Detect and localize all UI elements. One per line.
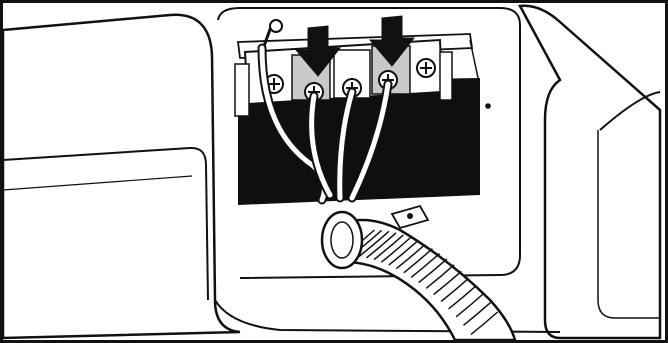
panel-hole — [485, 103, 491, 109]
terminal-rail-left — [235, 64, 249, 116]
terminal-rail-right — [440, 52, 452, 100]
left-panel — [3, 15, 240, 338]
screw-icon — [417, 59, 435, 77]
